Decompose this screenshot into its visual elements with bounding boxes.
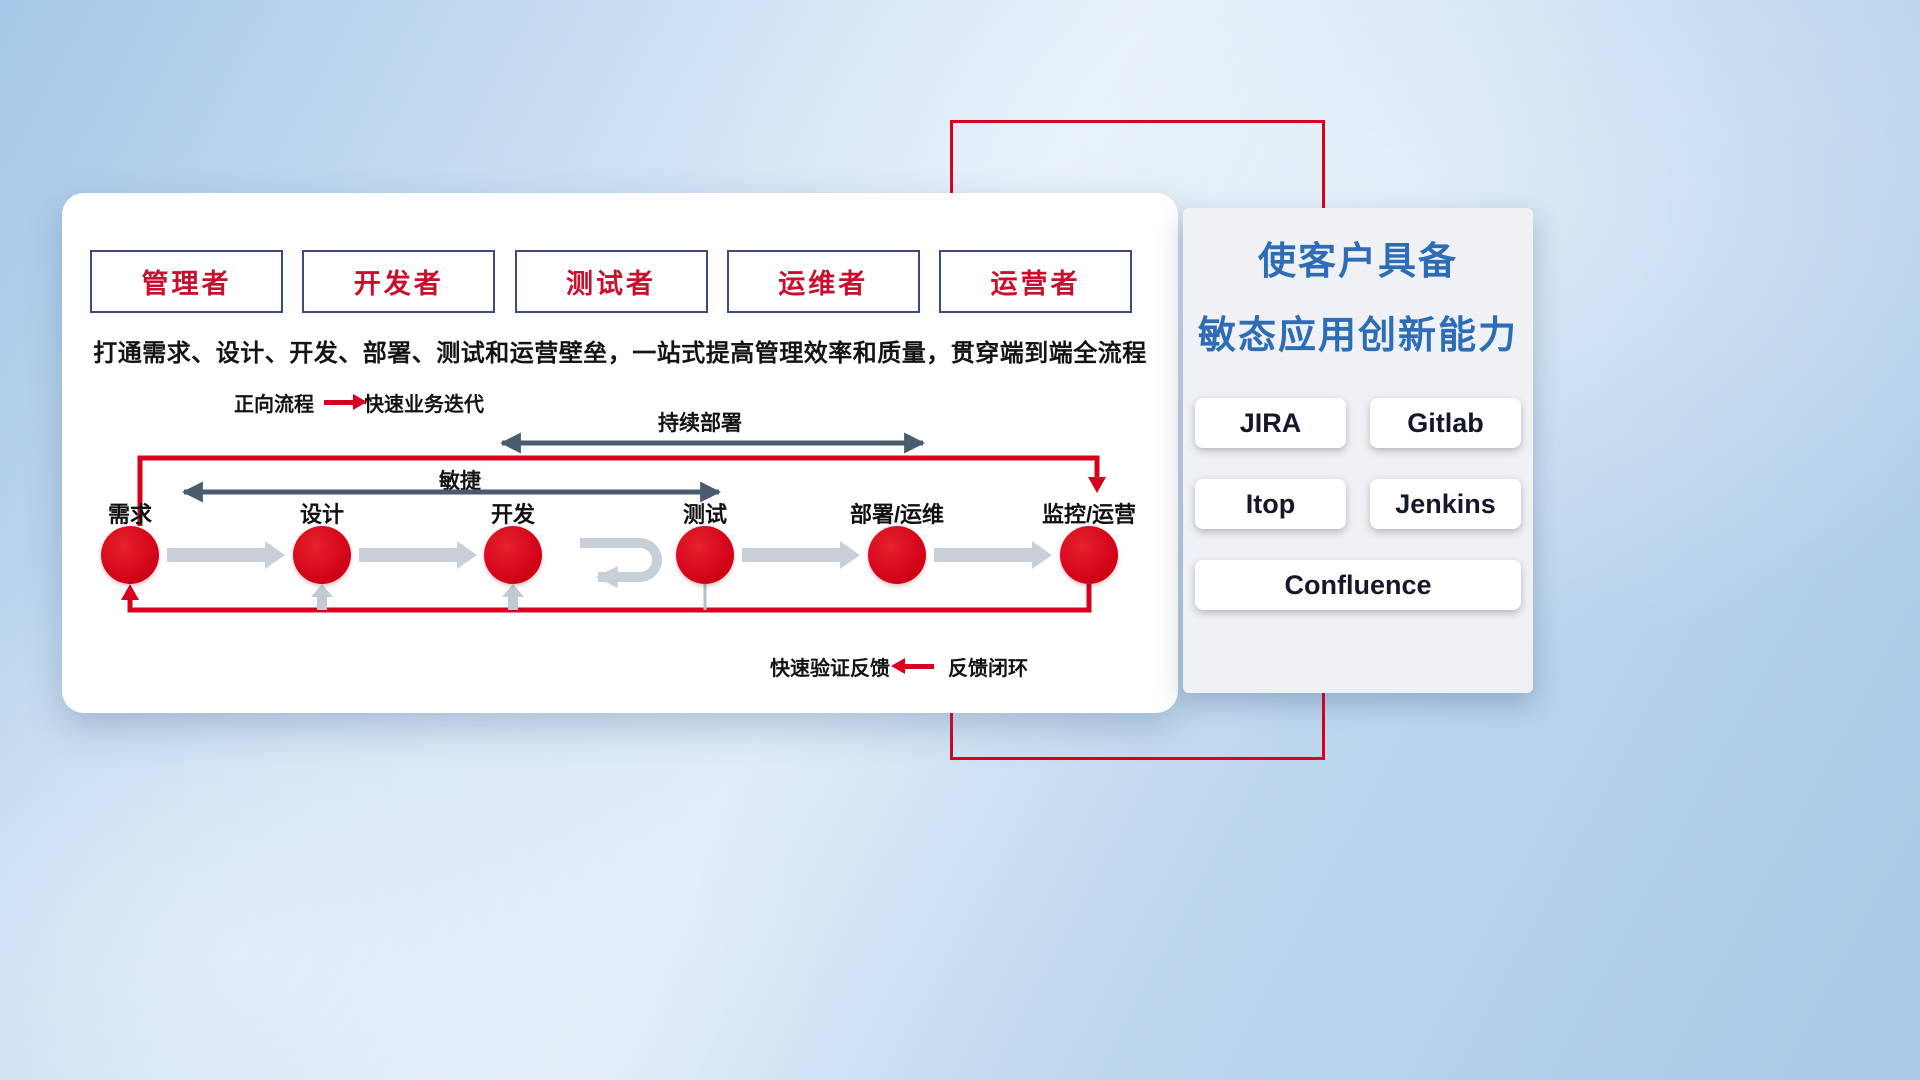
stage-label-deploy-ops: 部署/运维 [849, 502, 945, 527]
tool-chip-itop: Itop [1195, 479, 1346, 529]
roles-row: 管理者 开发者 测试者 运维者 运营者 [90, 250, 1132, 313]
gray-arrow-test-deploy [742, 541, 860, 569]
tool-chip-jira: JIRA [1195, 398, 1346, 448]
stage-label-design: 设计 [299, 502, 344, 527]
red-right-arrow-icon [324, 393, 367, 410]
capability-panel: 使客户具备 敏态应用创新能力 JIRA Gitlab Itop Jenkins … [1183, 208, 1533, 693]
forward-flow-text: 快速业务迭代 [364, 393, 484, 416]
role-box-tester: 测试者 [514, 250, 708, 313]
red-down-arrowhead [1088, 477, 1106, 493]
role-label: 开发者 [353, 269, 444, 299]
role-label: 运维者 [778, 269, 869, 299]
tools-grid: JIRA Gitlab Itop Jenkins Confluence [1183, 398, 1533, 610]
gray-up-arrow-dev [502, 584, 524, 610]
red-left-arrow-icon [891, 657, 934, 674]
gray-arrow-design-dev [359, 541, 477, 569]
gray-arrow-deploy-monitor [934, 541, 1052, 569]
card-description: 打通需求、设计、开发、部署、测试和运营壁垒，一站式提高管理效率和质量，贯穿端到端… [93, 340, 1147, 367]
panel-title-line2: 敏态应用创新能力 [1197, 315, 1518, 357]
tool-chip-confluence: Confluence [1195, 560, 1521, 610]
stage-node-requirements [101, 526, 159, 584]
feedback-legend: 快速验证反馈 反馈闭环 [770, 653, 1028, 680]
feedback-label: 反馈闭环 [948, 657, 1028, 680]
stage-node-development [484, 526, 542, 584]
role-label: 运营者 [990, 269, 1081, 299]
role-label: 管理者 [141, 269, 232, 299]
role-box-ops: 运维者 [726, 250, 920, 313]
role-box-developer: 开发者 [302, 250, 496, 313]
stage-node-monitor-operate [1060, 526, 1118, 584]
red-up-arrowhead [121, 584, 139, 600]
gray-up-arrow-design [311, 584, 333, 610]
stage-node-testing [676, 526, 734, 584]
devops-flow-card: 管理者 开发者 测试者 运维者 运营者 打通需求、设计、开发、部署、测试和运营壁… [62, 193, 1178, 713]
role-box-manager: 管理者 [90, 250, 283, 313]
forward-flow-label: 正向流程 [234, 393, 314, 416]
panel-title-line1: 使客户具备 [1257, 241, 1458, 283]
agile-label: 敏捷 [439, 470, 481, 493]
stage-node-deploy-ops [868, 526, 926, 584]
continuous-deployment-label: 持续部署 [658, 412, 742, 435]
forward-flow-legend: 正向流程 快速业务迭代 [234, 389, 484, 416]
stage-label-requirements: 需求 [107, 502, 152, 527]
role-box-operator: 运营者 [939, 250, 1132, 313]
role-label: 测试者 [566, 269, 656, 299]
gray-iteration-loop-icon [580, 538, 662, 589]
tool-chip-jenkins: Jenkins [1370, 479, 1521, 529]
tool-chip-gitlab: Gitlab [1370, 398, 1521, 448]
stage-label-development: 开发 [490, 502, 535, 527]
feedback-text: 快速验证反馈 [770, 657, 890, 680]
stage-label-testing: 测试 [682, 502, 727, 527]
red-feedback-loop-line [127, 584, 1092, 613]
stage-node-design [293, 526, 351, 584]
stage-label-monitor-operate: 监控/运营 [1041, 502, 1137, 527]
gray-arrow-req-design [167, 541, 285, 569]
